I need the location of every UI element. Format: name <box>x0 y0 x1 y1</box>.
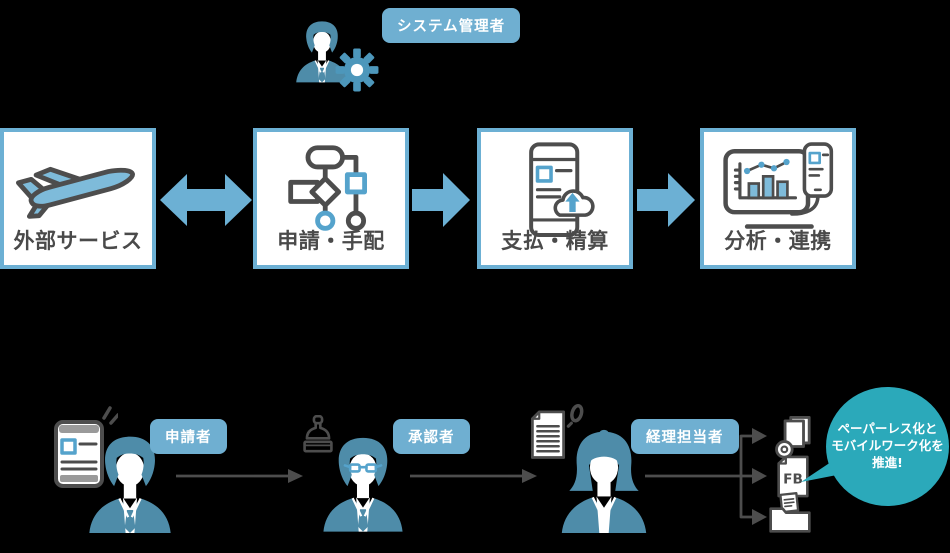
document-folder-icon <box>769 492 811 533</box>
applicant-label: 申請者 <box>150 419 227 454</box>
accountant-person-icon <box>561 429 647 533</box>
emphasis-mark-icon <box>566 403 584 428</box>
approver-label-text: 承認者 <box>408 430 455 446</box>
branch-connector <box>645 428 767 525</box>
process-box-label: 外部サービス <box>13 229 143 253</box>
airplane-icon <box>12 141 148 235</box>
process-box-label: 申請・手配 <box>277 229 385 253</box>
smartphone-upload-icon <box>529 142 595 238</box>
fb-file-text: FB <box>783 472 803 488</box>
applicant-label-text: 申請者 <box>165 430 212 446</box>
glasses-icon <box>343 463 383 473</box>
receipt-document-icon <box>530 410 566 459</box>
speech-bubble-line: 推進! <box>872 454 903 470</box>
applicant-person-icon <box>89 436 171 533</box>
process-box-label: 支払・精算 <box>501 229 609 253</box>
admin-label: システム管理者 <box>382 8 521 43</box>
disc-media-icon <box>775 416 811 459</box>
accountant-label-text: 経理担当者 <box>646 430 724 446</box>
flow-arrow-icon <box>176 469 303 483</box>
approver-person-icon <box>323 437 403 532</box>
speech-bubble-line: モバイルワーク化を <box>831 438 944 454</box>
approver-label: 承認者 <box>393 419 470 454</box>
process-box-external-service: 外部サービス <box>0 128 156 269</box>
admin-label-text: システム管理者 <box>397 19 506 35</box>
double-arrow-icon <box>160 174 252 226</box>
speech-bubble-line: ペーパーレス化と <box>837 421 938 437</box>
flow-arrow-icon <box>410 469 537 483</box>
stamp-icon <box>303 415 333 453</box>
arrow-right-icon <box>412 173 470 227</box>
admin-person-icon <box>296 21 348 83</box>
process-box-analysis: 分析・連携 <box>700 128 856 269</box>
speech-bubble: ペーパーレス化と モバイルワーク化を 推進! <box>826 387 949 506</box>
process-box-label: 分析・連携 <box>724 229 832 253</box>
analytics-dashboard-icon <box>723 142 834 229</box>
arrow-right-icon <box>637 173 695 227</box>
flowchart-icon <box>288 145 367 231</box>
process-box-payment: 支払・精算 <box>477 128 633 269</box>
notification-smartphone-icon <box>54 406 118 488</box>
accountant-label: 経理担当者 <box>631 419 739 454</box>
process-box-application: 申請・手配 <box>253 128 409 269</box>
gear-icon <box>335 48 379 92</box>
